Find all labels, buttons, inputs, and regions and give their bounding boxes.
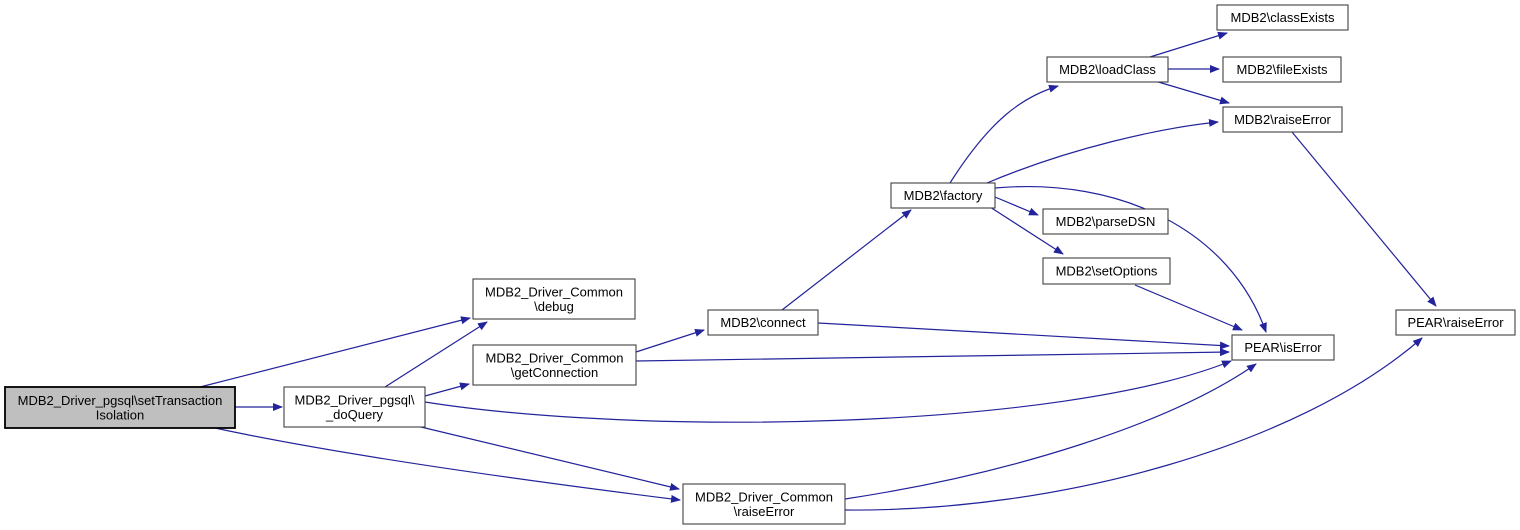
- edge-load-class-to-class-exists: [1149, 31, 1228, 58]
- node-box: [1216, 4, 1349, 31]
- node-label: PEAR\raiseError: [1407, 315, 1504, 330]
- node-box: [472, 344, 637, 386]
- node-label: MDB2\raiseError: [1234, 112, 1331, 127]
- node-box: [472, 278, 636, 320]
- node-label: PEAR\isError: [1244, 340, 1322, 355]
- node-label: MDB2\loadClass: [1059, 62, 1156, 77]
- node-label: MDB2\fileExists: [1236, 62, 1328, 77]
- edge-get-connection-to-connect: [635, 328, 705, 353]
- node-label: MDB2_Driver_pgsql\: [295, 392, 415, 407]
- edge-connect-to-pear-is-error: [817, 322, 1230, 350]
- node-pear-is-error[interactable]: PEAR\isError: [1231, 334, 1335, 361]
- node-parse-dsn[interactable]: MDB2\parseDSN: [1042, 208, 1169, 235]
- node-set-options[interactable]: MDB2\setOptions: [1042, 257, 1171, 285]
- edge-set-options-to-pear-is-error: [1134, 284, 1243, 331]
- edge-common-raise-error-to-pear-is-error: [844, 363, 1257, 500]
- nodes-layer: MDB2_Driver_pgsql\setTransactionIsolatio…: [4, 4, 1516, 525]
- node-box: [4, 386, 236, 429]
- edge-get-connection-to-pear-is-error: [635, 348, 1230, 362]
- node-label: MDB2\connect: [720, 315, 806, 330]
- node-mdb2-raise-error[interactable]: MDB2\raiseError: [1222, 106, 1343, 133]
- node-label: _doQuery: [325, 407, 384, 422]
- node-label: \getConnection: [511, 365, 598, 380]
- node-label: \debug: [534, 299, 574, 314]
- node-factory[interactable]: MDB2\factory: [890, 182, 996, 209]
- node-box: [1222, 56, 1342, 83]
- edge-connect-to-factory: [781, 209, 912, 311]
- node-load-class[interactable]: MDB2\loadClass: [1046, 56, 1169, 83]
- edge-do-query-to-debug: [384, 321, 488, 388]
- edges-layer: [199, 31, 1437, 511]
- node-label: MDB2\setOptions: [1056, 264, 1158, 279]
- node-box: [1042, 208, 1169, 235]
- node-box: [1042, 257, 1171, 285]
- node-box: [1046, 56, 1169, 83]
- node-label: Isolation: [96, 407, 144, 422]
- node-label: MDB2\factory: [904, 188, 983, 203]
- edge-common-raise-error-to-pear-raise-error: [844, 337, 1423, 511]
- edge-do-query-to-get-connection: [424, 382, 470, 397]
- node-connect[interactable]: MDB2\connect: [707, 309, 819, 336]
- edge-factory-to-parse-dsn: [994, 196, 1039, 216]
- node-common-raise-error[interactable]: MDB2_Driver_Common\raiseError: [682, 483, 846, 525]
- node-box: [1222, 106, 1343, 133]
- node-label: MDB2_Driver_Common: [695, 489, 833, 504]
- node-label: MDB2_Driver_pgsql\setTransaction: [18, 393, 223, 408]
- edge-do-query-to-common-raise-error: [420, 426, 680, 491]
- node-get-connection[interactable]: MDB2_Driver_Common\getConnection: [472, 344, 637, 386]
- node-label: MDB2_Driver_Common: [485, 284, 623, 299]
- edge-mdb2-raise-error-to-pear-raise-error: [1291, 131, 1437, 307]
- node-set-transaction-isolation: MDB2_Driver_pgsql\setTransactionIsolatio…: [4, 386, 236, 429]
- node-label: \raiseError: [734, 504, 795, 519]
- edge-factory-to-set-options: [989, 206, 1064, 255]
- node-do-query[interactable]: MDB2_Driver_pgsql\_doQuery: [283, 386, 426, 428]
- edge-set-transaction-isolation-to-debug: [199, 316, 471, 388]
- node-file-exists[interactable]: MDB2\fileExists: [1222, 56, 1342, 83]
- edge-factory-to-load-class: [949, 84, 1059, 184]
- edge-load-class-to-mdb2-raise-error: [1154, 80, 1230, 105]
- node-box: [890, 182, 996, 209]
- edge-factory-to-mdb2-raise-error: [986, 118, 1219, 184]
- node-label: MDB2_Driver_Common: [486, 350, 624, 365]
- node-box: [682, 483, 846, 525]
- node-box: [1231, 334, 1335, 361]
- edge-set-transaction-isolation-to-common-raise-error: [214, 427, 681, 503]
- node-debug[interactable]: MDB2_Driver_Common\debug: [472, 278, 636, 320]
- node-box: [1395, 309, 1516, 336]
- node-box: [283, 386, 426, 428]
- node-box: [707, 309, 819, 336]
- node-pear-raise-error[interactable]: PEAR\raiseError: [1395, 309, 1516, 336]
- node-class-exists[interactable]: MDB2\classExists: [1216, 4, 1349, 31]
- node-label: MDB2\classExists: [1230, 10, 1335, 25]
- node-label: MDB2\parseDSN: [1056, 214, 1156, 229]
- edge-do-query-to-pear-is-error: [424, 360, 1232, 423]
